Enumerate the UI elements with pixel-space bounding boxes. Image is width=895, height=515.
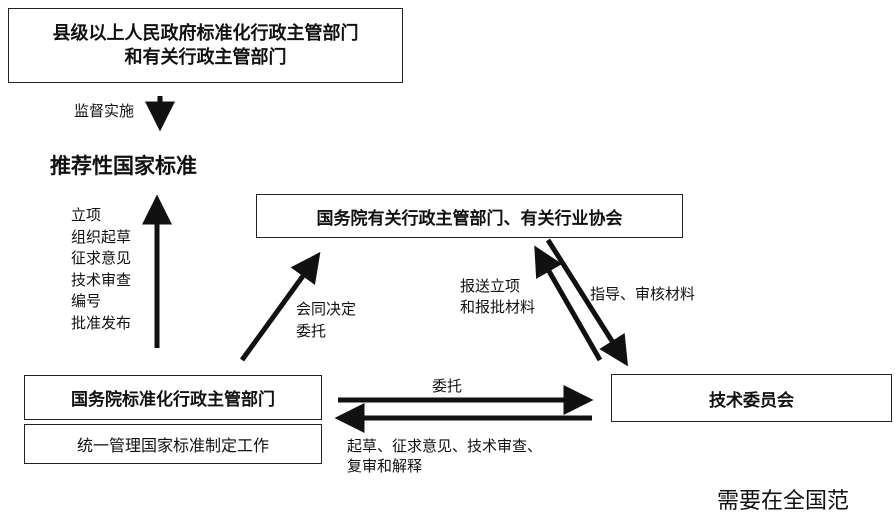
- drafting-label: 起草、征求意见、技术审查、 复审和解释: [347, 436, 542, 476]
- technical-committee-box: 技术委员会: [611, 374, 892, 422]
- joint-decide-line2: 委托: [296, 322, 327, 340]
- sac-label: 国务院标准化行政主管部门: [71, 390, 275, 410]
- cutoff-caption: 需要在全国范: [717, 489, 850, 514]
- report-line2: 和报批材料: [460, 298, 536, 316]
- step-drafting: 组织起草: [71, 227, 132, 246]
- joint-decide-label: 会同决定 委托: [296, 298, 356, 342]
- guide-arrow: [545, 238, 629, 367]
- recommended-standard-title: 推荐性国家标准: [50, 154, 197, 178]
- drafting-line1: 起草、征求意见、技术审查、: [347, 437, 543, 455]
- step-publication: 批准发布: [71, 313, 132, 332]
- report-label: 报送立项 和报批材料: [460, 276, 535, 318]
- diagram-arrows: [142, 96, 629, 433]
- entrust-label: 委托: [432, 377, 463, 395]
- top-authority-line1: 县级以上人民政府标准化行政主管部门: [52, 22, 359, 44]
- sac-duty-box: 统一管理国家标准制定工作: [24, 424, 322, 464]
- sac-duty-label: 统一管理国家标准制定工作: [76, 436, 269, 455]
- step-technical-review: 技术审查: [71, 270, 132, 289]
- top-authority-box: 县级以上人民政府标准化行政主管部门 和有关行政主管部门: [8, 8, 403, 83]
- technical-committee-label: 技术委员会: [709, 390, 794, 411]
- state-council-box: 国务院有关行政主管部门、有关行业协会: [256, 194, 683, 238]
- step-numbering: 编号: [71, 292, 102, 310]
- state-council-label: 国务院有关行政主管部门、有关行业协会: [316, 208, 623, 229]
- step-approval: 立项: [71, 206, 102, 224]
- guide-label: 指导、审核材料: [590, 285, 696, 303]
- drafting-line2: 复审和解释: [347, 457, 423, 475]
- sac-box: 国务院标准化行政主管部门: [24, 375, 322, 420]
- supervise-label: 监督实施: [74, 102, 135, 120]
- report-line1: 报送立项: [460, 277, 521, 295]
- process-steps: 立项 组织起草 征求意见 技术审查 编号 批准发布: [71, 205, 131, 334]
- report-arrow: [534, 245, 603, 362]
- joint-decide-line1: 会同决定: [296, 300, 357, 318]
- step-consultation: 征求意见: [71, 249, 132, 267]
- top-authority-line2: 和有关行政主管部门: [124, 46, 287, 68]
- joint-decide-arrow: [239, 251, 321, 362]
